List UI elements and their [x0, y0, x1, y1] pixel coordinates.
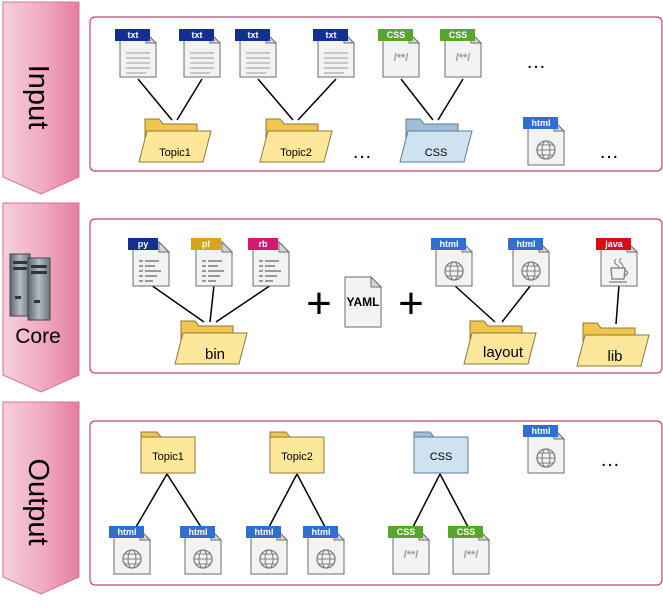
html-file-icon: html — [303, 526, 345, 575]
html-file-icon: html — [109, 526, 151, 575]
layout-folder-icon: layout — [463, 320, 537, 365]
svg-text:CSS: CSS — [425, 147, 448, 159]
svg-text:txt: txt — [128, 30, 139, 40]
input-ellipsis-right: … — [599, 141, 619, 163]
server-icon — [9, 253, 51, 321]
css-output-folder-icon: CSS — [413, 431, 469, 474]
svg-text:txt: txt — [326, 30, 337, 40]
py-script-icon: py — [128, 238, 170, 287]
yaml-file-icon: YAML — [344, 275, 383, 328]
plus-icon: + — [398, 279, 424, 328]
svg-text:CSS: CSS — [449, 30, 468, 40]
stage-input-arrow: Input — [2, 1, 80, 195]
input-ellipsis-mid: … — [352, 141, 372, 163]
svg-text:/**/: /**/ — [404, 549, 419, 561]
svg-text:Topic2: Topic2 — [281, 451, 313, 463]
html-layout-file-icon: html — [508, 238, 550, 287]
java-file-icon: java — [596, 238, 638, 287]
core-connectors — [150, 284, 620, 325]
svg-text:Topic1: Topic1 — [152, 451, 184, 463]
plus-icon: + — [306, 279, 332, 328]
rb-script-icon: rb — [248, 238, 290, 287]
txt-file-icon: txt — [235, 29, 277, 78]
topic1-folder-icon: Topic1 — [138, 118, 212, 163]
svg-text:CSS: CSS — [387, 30, 406, 40]
svg-text:html: html — [440, 239, 459, 249]
stage-core-label: Core — [15, 325, 61, 348]
lib-folder-icon: lib — [576, 322, 650, 367]
svg-text:Topic1: Topic1 — [159, 147, 191, 159]
svg-text:CSS: CSS — [457, 527, 476, 537]
svg-text:html: html — [312, 527, 331, 537]
pl-script-icon: pl — [191, 238, 233, 287]
svg-text:html: html — [532, 118, 551, 128]
svg-text:html: html — [255, 527, 274, 537]
svg-text:layout: layout — [483, 344, 524, 361]
output-ellipsis: … — [600, 449, 620, 471]
svg-text:html: html — [118, 527, 137, 537]
svg-text:py: py — [138, 239, 149, 249]
css-folder-icon: CSS — [399, 118, 473, 163]
svg-text:html: html — [189, 527, 208, 537]
svg-text:/**/: /**/ — [456, 52, 471, 64]
input-connectors — [137, 78, 464, 121]
svg-text:Topic2: Topic2 — [280, 147, 312, 159]
txt-file-icon: txt — [313, 29, 355, 78]
html-file-icon: html — [180, 526, 222, 575]
css-file-icon: /**/ CSS — [388, 526, 430, 575]
svg-text:CSS: CSS — [430, 451, 453, 463]
svg-text:YAML: YAML — [347, 295, 380, 309]
svg-text:bin: bin — [205, 346, 225, 363]
txt-file-icon: txt — [115, 29, 157, 78]
svg-text:java: java — [604, 239, 624, 249]
css-file-icon: /**/ CSS — [378, 29, 420, 78]
css-file-icon: /**/ CSS — [440, 29, 482, 78]
html-file-icon: html — [523, 425, 565, 474]
topic2-output-folder-icon: Topic2 — [269, 431, 325, 474]
stage-output-label: Output — [22, 458, 54, 545]
svg-text:rb: rb — [259, 239, 269, 249]
html-file-icon: html — [523, 117, 565, 166]
bin-folder-icon: bin — [174, 320, 248, 365]
svg-text:CSS: CSS — [397, 527, 416, 537]
output-panel — [89, 420, 663, 586]
svg-text:/**/: /**/ — [394, 52, 409, 64]
svg-text:html: html — [517, 239, 536, 249]
stage-output-arrow: Output — [2, 401, 80, 595]
html-layout-file-icon: html — [431, 238, 473, 287]
topic2-folder-icon: Topic2 — [259, 118, 333, 163]
svg-text:txt: txt — [248, 30, 259, 40]
output-connectors — [135, 473, 469, 528]
input-ellipsis-top: … — [526, 51, 546, 73]
svg-text:/**/: /**/ — [464, 549, 479, 561]
css-file-icon: /**/ CSS — [448, 526, 490, 575]
txt-file-icon: txt — [179, 29, 221, 78]
svg-text:pl: pl — [202, 239, 210, 249]
svg-text:html: html — [532, 426, 551, 436]
stage-input-label: Input — [22, 65, 54, 130]
input-panel — [89, 16, 663, 172]
topic1-output-folder-icon: Topic1 — [140, 431, 196, 474]
svg-text:txt: txt — [192, 30, 203, 40]
html-file-icon: html — [246, 526, 288, 575]
svg-text:lib: lib — [607, 348, 622, 365]
